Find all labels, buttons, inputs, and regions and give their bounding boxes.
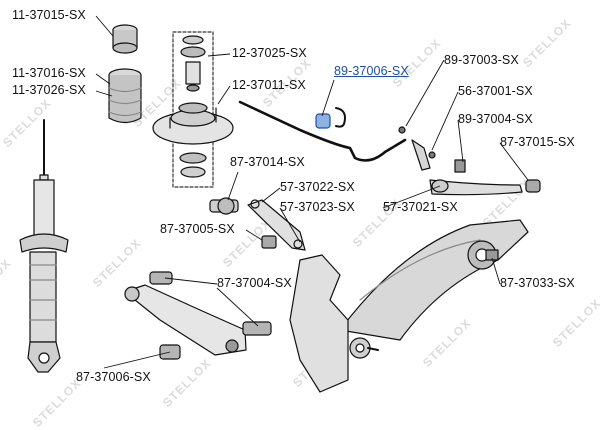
leader-line bbox=[405, 59, 445, 127]
part-label-87-37006[interactable]: 87-37006-SX bbox=[76, 370, 151, 384]
part-label-89-37003[interactable]: 89-37003-SX bbox=[444, 53, 519, 67]
leader-line bbox=[431, 91, 459, 151]
part-label-11-37026[interactable]: 11-37026-SX bbox=[12, 83, 86, 97]
stabilizer-bar bbox=[238, 100, 407, 162]
leader-line bbox=[457, 119, 464, 163]
part-label-87-37014[interactable]: 87-37014-SX bbox=[230, 155, 305, 169]
part-label-89-37006[interactable]: 89-37006-SX bbox=[334, 64, 409, 78]
leader-line bbox=[95, 73, 111, 85]
stabilizer-bushing-part bbox=[315, 107, 346, 129]
leader-line bbox=[95, 90, 113, 97]
part-label-11-37016[interactable]: 11-37016-SX bbox=[12, 66, 86, 80]
part-label-56-37001[interactable]: 56-37001-SX bbox=[458, 84, 533, 98]
part-label-87-37015[interactable]: 87-37015-SX bbox=[500, 135, 575, 149]
part-label-89-37004[interactable]: 89-37004-SX bbox=[458, 112, 533, 126]
leader-line bbox=[382, 185, 441, 209]
bump-stop-part bbox=[112, 24, 138, 54]
part-label-87-37033[interactable]: 87-37033-SX bbox=[500, 276, 575, 290]
upper-control-arm-part bbox=[429, 179, 541, 196]
part-label-87-37005[interactable]: 87-37005-SX bbox=[160, 222, 235, 236]
part-label-12-37011[interactable]: 12-37011-SX bbox=[232, 78, 306, 92]
leader-line bbox=[321, 79, 335, 117]
stabilizer-link-part bbox=[398, 126, 466, 173]
trailing-arm-part bbox=[289, 219, 529, 393]
leader-line bbox=[216, 287, 259, 327]
part-label-57-37023[interactable]: 57-37023-SX bbox=[280, 200, 355, 214]
leader-line bbox=[164, 277, 218, 285]
leader-line bbox=[227, 171, 239, 201]
part-label-11-37015[interactable]: 11-37015-SX bbox=[12, 8, 86, 22]
leader-line bbox=[103, 351, 171, 369]
leader-line bbox=[279, 207, 301, 243]
part-label-57-37021[interactable]: 57-37021-SX bbox=[383, 200, 458, 214]
part-label-57-37022[interactable]: 57-37022-SX bbox=[280, 180, 355, 194]
leader-line bbox=[95, 15, 114, 37]
top-mount-part bbox=[152, 35, 234, 178]
leader-line bbox=[499, 142, 529, 181]
parts-drawing bbox=[19, 15, 541, 393]
part-label-12-37025[interactable]: 12-37025-SX bbox=[232, 46, 307, 60]
lower-arm-part bbox=[124, 271, 272, 360]
dust-boot-part bbox=[108, 68, 142, 124]
leader-line bbox=[261, 187, 281, 203]
part-label-87-37004[interactable]: 87-37004-SX bbox=[217, 276, 292, 290]
leader-line bbox=[207, 53, 231, 57]
leader-line bbox=[491, 257, 501, 285]
leader-line bbox=[217, 85, 231, 105]
shock-absorber bbox=[19, 119, 69, 373]
link-57-37022-part bbox=[209, 197, 306, 251]
leader-line bbox=[245, 229, 263, 241]
